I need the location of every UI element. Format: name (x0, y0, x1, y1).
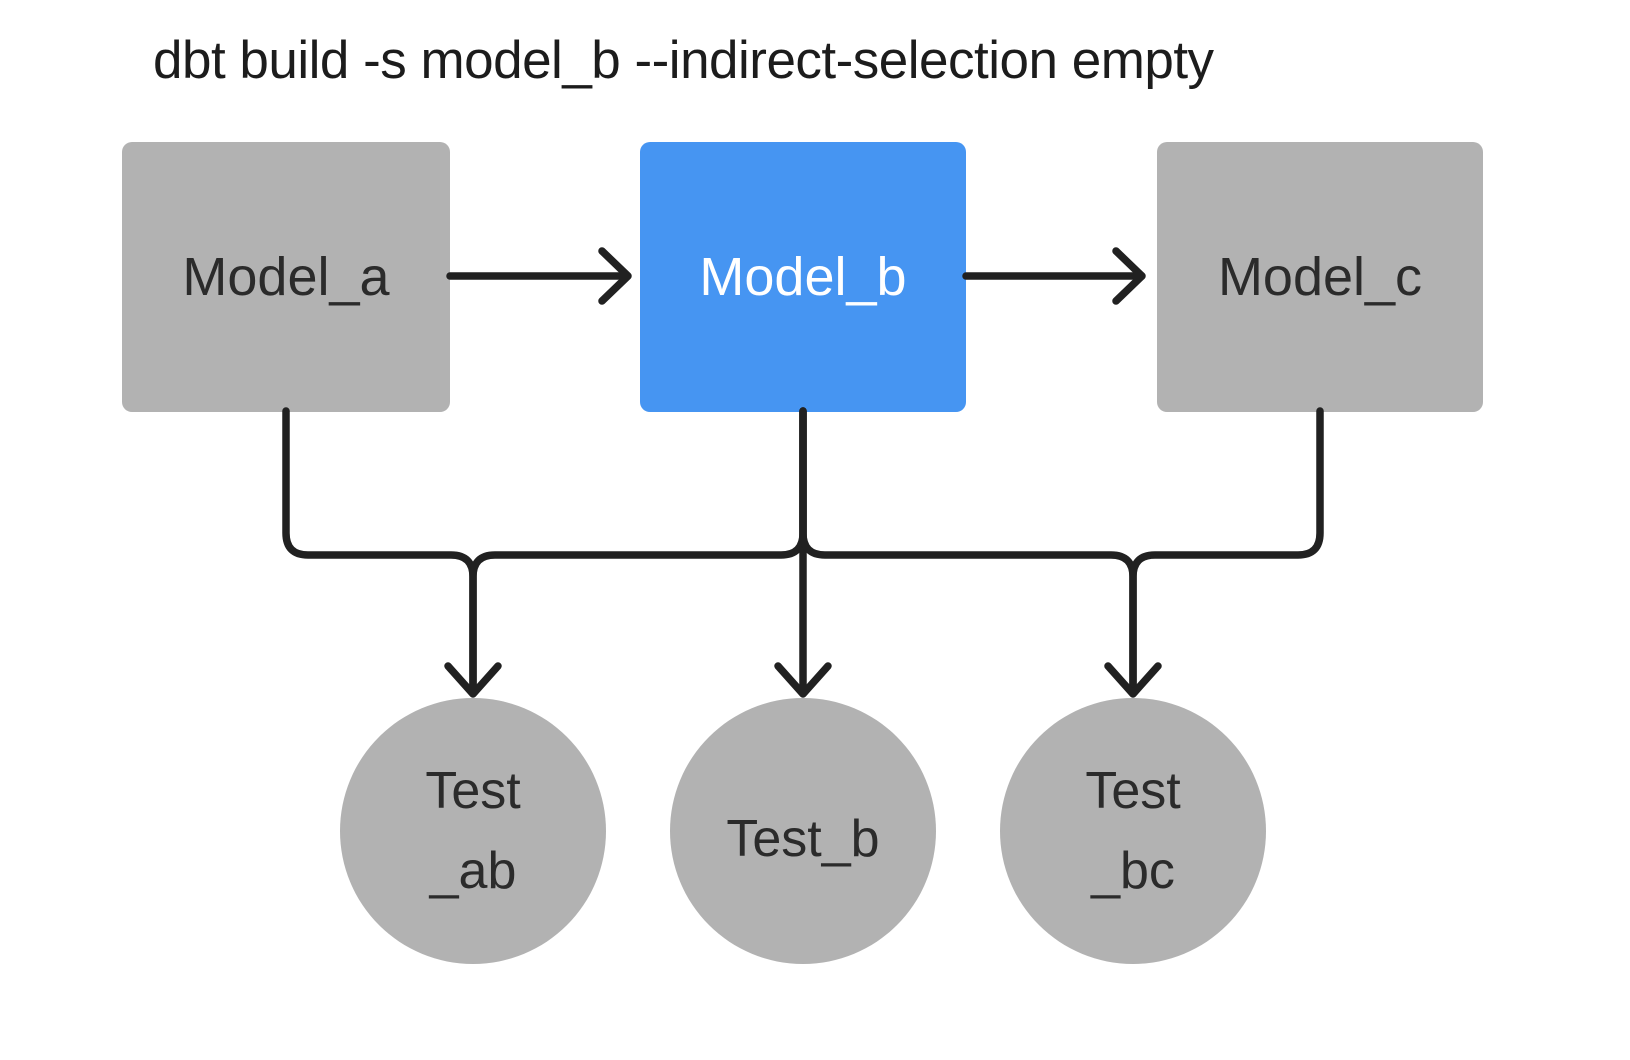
edge-model-c-to-test-bc (1129, 407, 1324, 695)
node-model-c: Model_c (1157, 142, 1483, 412)
arrowhead-test-b-icon (774, 662, 832, 698)
edge-model-b-to-test-ab (469, 407, 807, 695)
arrowhead-model-b-icon (598, 247, 632, 305)
node-model-a: Model_a (122, 142, 450, 412)
node-test-b-label: Test_b (726, 810, 880, 868)
node-test-ab: Test _ab (340, 698, 606, 964)
arrowhead-model-c-icon (1112, 247, 1146, 305)
node-model-b-label: Model_b (699, 247, 907, 307)
node-test-bc-label-line2: _bc (1091, 842, 1175, 900)
node-test-b: Test_b (670, 698, 936, 964)
edge-model-a-to-test-ab (282, 407, 477, 695)
node-test-bc: Test _bc (1000, 698, 1266, 964)
node-test-ab-label-line1: Test (425, 762, 521, 820)
node-test-ab-label-line2: _ab (429, 842, 517, 900)
command-title: dbt build -s model_b --indirect-selectio… (153, 31, 1214, 90)
node-model-a-label: Model_a (182, 247, 390, 307)
node-test-bc-label-line1: Test (1085, 762, 1181, 820)
node-model-b-selected: Model_b (640, 142, 966, 412)
edge-model-b-to-test-bc (799, 407, 1137, 695)
arrowhead-test-ab-icon (444, 662, 502, 698)
node-model-c-label: Model_c (1217, 247, 1423, 307)
arrowhead-test-bc-icon (1104, 662, 1162, 698)
